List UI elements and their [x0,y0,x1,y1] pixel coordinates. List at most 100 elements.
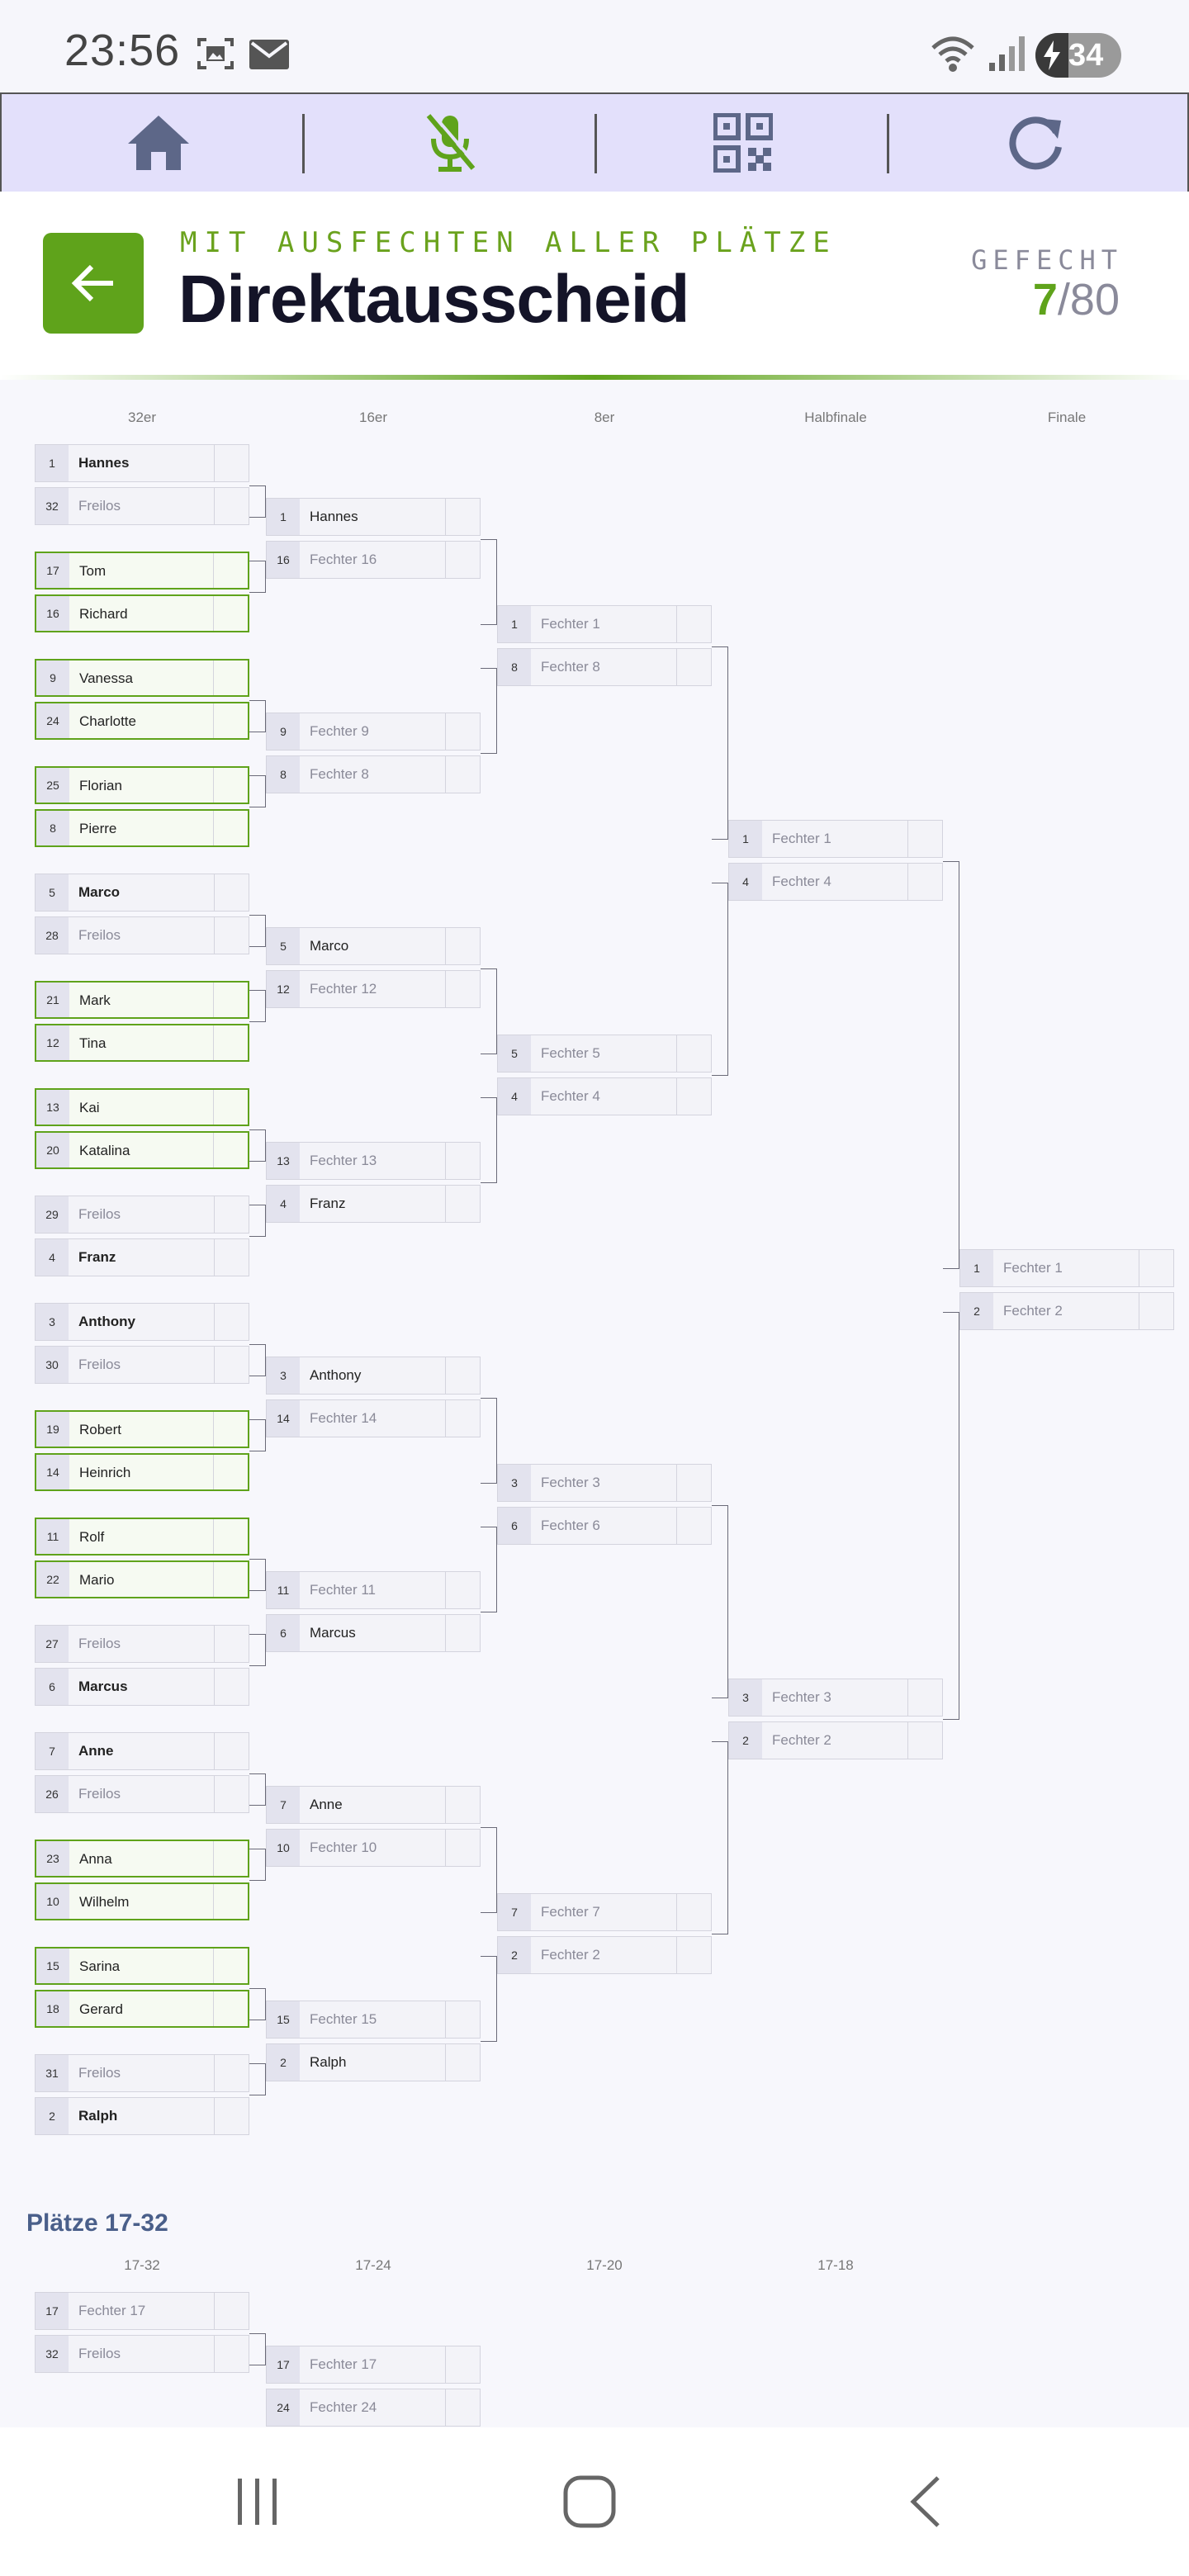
score-field[interactable] [907,821,942,857]
score-field[interactable] [445,928,480,964]
score-field[interactable] [214,917,249,954]
score-field[interactable] [676,1078,711,1115]
score-field[interactable] [214,1776,249,1812]
score-field[interactable] [214,2098,249,2134]
score-field[interactable] [213,983,248,1017]
score-field[interactable] [445,971,480,1007]
score-field[interactable] [445,1357,480,1394]
back-button[interactable] [43,233,144,334]
score-field[interactable] [445,2346,480,2383]
score-field[interactable] [445,2044,480,2081]
score-field[interactable] [214,1347,249,1383]
score-field[interactable] [907,1722,942,1759]
score-field[interactable] [213,811,248,845]
score-field[interactable] [445,713,480,750]
recent-apps-button[interactable] [216,2460,299,2543]
score-field[interactable] [445,542,480,578]
qr-scan-button[interactable] [596,94,890,192]
score-field[interactable] [214,1626,249,1662]
score-field[interactable] [445,1830,480,1866]
back-nav-button[interactable] [883,2460,966,2543]
score-field[interactable] [214,445,249,481]
score-field[interactable] [445,1186,480,1222]
score-field[interactable] [213,1991,248,2026]
score-field[interactable] [213,768,248,803]
score-field[interactable] [445,1572,480,1608]
score-field[interactable] [445,1400,480,1437]
score-field[interactable] [445,1787,480,1823]
score-field[interactable] [214,1304,249,1340]
score-field[interactable] [213,1841,248,1876]
score-field[interactable] [213,1884,248,1919]
score-field[interactable] [907,1679,942,1716]
score-field[interactable] [214,488,249,524]
score-field[interactable] [213,1519,248,1554]
score-field[interactable] [213,703,248,738]
score-field[interactable] [445,2389,480,2426]
score-field[interactable] [213,1412,248,1447]
score-field[interactable] [213,1455,248,1489]
score-field[interactable] [676,1465,711,1501]
refresh-button[interactable] [888,94,1182,192]
score-field[interactable] [1139,1293,1173,1329]
score-field[interactable] [214,1733,249,1769]
home-nav-button[interactable] [548,2460,631,2543]
score-field[interactable] [214,2293,249,2329]
score-field[interactable] [213,553,248,588]
score-field[interactable] [214,1669,249,1705]
score-field[interactable] [214,1196,249,1233]
score-field[interactable] [676,1035,711,1072]
score-field[interactable] [213,1133,248,1167]
